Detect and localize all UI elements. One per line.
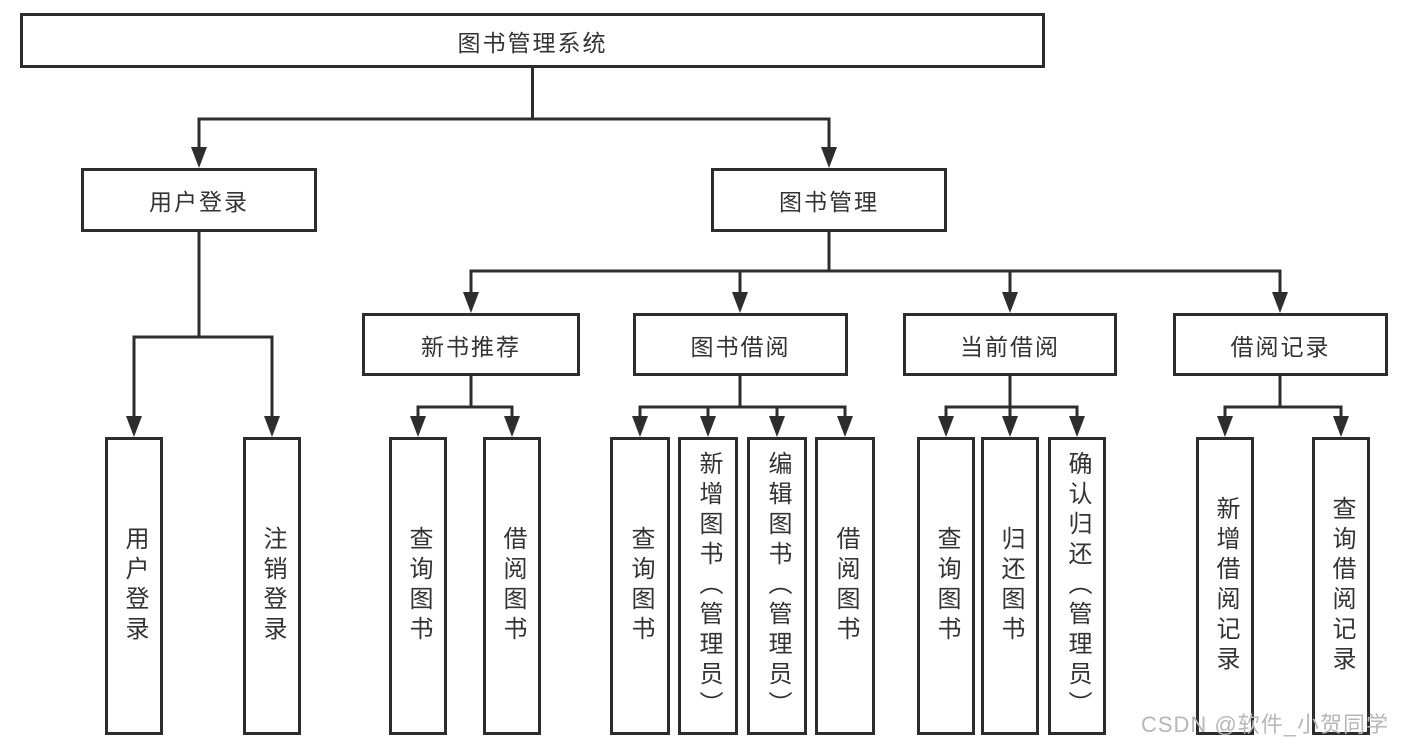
leaf-cb-return-books: 归还图书: [981, 437, 1039, 735]
leaf-cb-confirm-return-admin: 确认归还（管理员）: [1048, 437, 1106, 735]
leaf-br-add-record: 新增借阅记录: [1196, 437, 1254, 735]
leaf-br-query-record: 查询借阅记录: [1312, 437, 1370, 735]
leaf-bb-borrow-books: 借阅图书: [815, 437, 875, 735]
watermark: CSDN @软件_小贺同学: [1140, 712, 1389, 737]
leaf-bb-add-books-admin: 新增图书（管理员）: [678, 437, 738, 735]
node-current-borrow: 当前借阅: [903, 313, 1117, 376]
leaf-user-login: 用户登录: [105, 437, 163, 735]
node-user-login-module: 用户登录: [81, 168, 317, 232]
leaf-bb-query-books: 查询图书: [610, 437, 670, 735]
leaf-nbr-borrow-books: 借阅图书: [483, 437, 541, 735]
node-borrow-record: 借阅记录: [1173, 313, 1388, 376]
arrowheads: [126, 147, 1349, 437]
node-book-mgmt-module: 图书管理: [711, 168, 947, 232]
leaf-nbr-query-books: 查询图书: [389, 437, 447, 735]
leaf-logout: 注销登录: [243, 437, 301, 735]
node-new-book-rec: 新书推荐: [362, 313, 580, 376]
node-book-borrow: 图书借阅: [633, 313, 848, 376]
leaf-bb-edit-books-admin: 编辑图书（管理员）: [747, 437, 807, 735]
leaf-cb-query-books: 查询图书: [917, 437, 975, 735]
node-root: 图书管理系统: [20, 13, 1045, 68]
